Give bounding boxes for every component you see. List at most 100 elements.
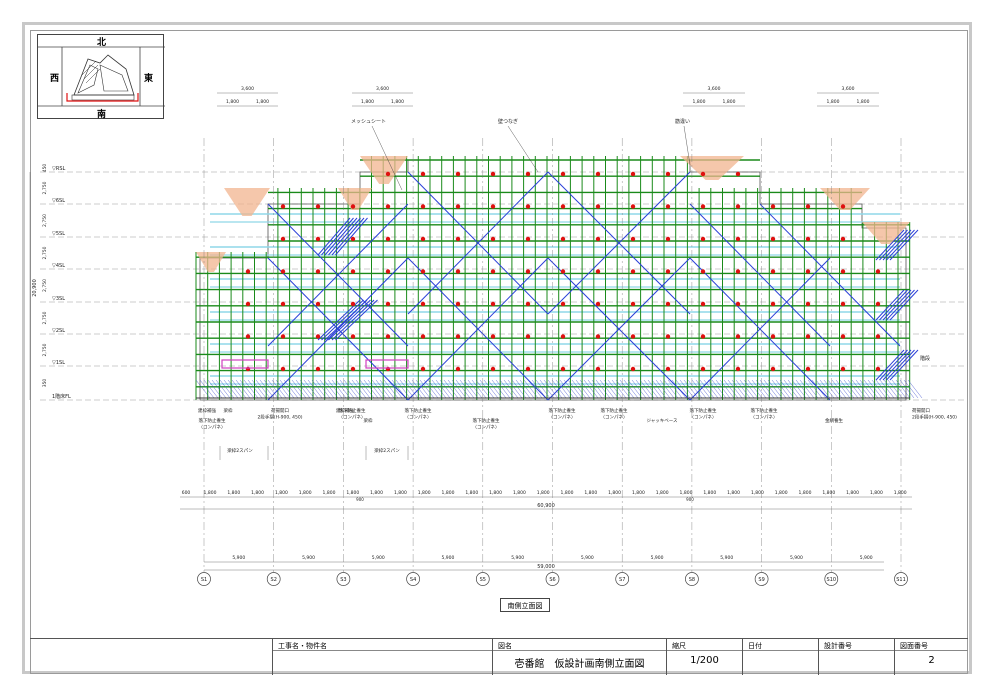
- cross-brace: [267, 203, 409, 347]
- ground-net-hatch: [875, 379, 891, 399]
- wall-tie-point: [665, 204, 671, 209]
- bottom-callout-label: （コンパネ）: [690, 415, 717, 421]
- grid-label: S10: [827, 577, 837, 583]
- stair-flight: [879, 289, 908, 321]
- ground-net-hatch: [811, 379, 827, 399]
- stair-flight: [317, 299, 361, 341]
- leader-line: [507, 125, 539, 173]
- ground-net-hatch: [803, 379, 819, 399]
- bottom-callout-label: 落下防止養生: [690, 407, 717, 414]
- ground-net-hatch: [735, 379, 751, 399]
- span-note-1: 梁枠2スパン: [227, 447, 253, 454]
- ground-net-hatch: [687, 379, 703, 399]
- ground-net-hatch: [883, 379, 899, 399]
- mid-dim: 900: [356, 497, 364, 502]
- wall-tie-point: [560, 236, 566, 242]
- ground-net-hatch: [291, 379, 307, 399]
- ground-net-hatch: [347, 379, 363, 399]
- ground-net-hatch: [219, 379, 235, 399]
- ground-net-hatch: [375, 379, 391, 399]
- span-dim: 1,800: [370, 490, 383, 496]
- key-plan: 北 西 東 南: [37, 34, 165, 120]
- ground-net-hatch: [223, 379, 239, 399]
- cross-brace: [407, 171, 549, 315]
- key-plan-north-label: 北: [97, 38, 107, 48]
- wall-tie-point: [595, 236, 601, 242]
- grid-label: S4: [410, 577, 416, 583]
- wall-tie-point: [770, 204, 776, 209]
- grid-bubble: [475, 572, 490, 586]
- grid-label: S5: [480, 577, 486, 583]
- bottom-callout-label: 2段手摺(H-900, 450): [258, 414, 303, 421]
- wall-tie-point: [665, 334, 671, 339]
- wall-tie-point: [350, 269, 356, 274]
- ground-net-hatch: [251, 379, 267, 399]
- grid-bubble: [406, 572, 420, 586]
- wall-tie-point: [875, 269, 881, 274]
- span-dim: 1,800: [204, 490, 217, 496]
- ground-net-hatch: [495, 379, 511, 399]
- wall-tie-point: [455, 301, 461, 307]
- grid-bubble: [615, 572, 630, 586]
- span-dim: 1,800: [703, 490, 716, 496]
- level-label: ▽6SL: [52, 198, 65, 204]
- ground-net-hatch: [703, 379, 719, 399]
- wall-tie-point: [700, 171, 706, 177]
- ground-net-hatch: [527, 379, 543, 399]
- wall-tie-point: [525, 366, 531, 372]
- wall-tie-point: [805, 301, 811, 307]
- span-dim: 1,800: [323, 490, 336, 496]
- wall-tie-point: [280, 301, 286, 307]
- wall-tie-point: [595, 269, 601, 274]
- ground-net-hatch: [243, 379, 259, 399]
- level-label: ▽5SL: [52, 231, 65, 237]
- ground-net-hatch: [755, 379, 771, 399]
- wall-tie-point: [420, 269, 426, 274]
- grid-bubble: [894, 572, 908, 586]
- ground-net-hatch: [867, 379, 883, 399]
- ground-net-hatch: [663, 379, 679, 399]
- wall-tie-point: [560, 171, 566, 177]
- top-dim-sub: 1,800: [723, 99, 736, 105]
- ground-net-hatch: [799, 379, 815, 399]
- ground-net-hatch: [627, 379, 643, 399]
- bottom-callout-label: 荷揚開口: [271, 407, 289, 414]
- stair-flight: [886, 289, 915, 321]
- ground-net-hatch: [767, 379, 783, 399]
- wall-tie-point: [665, 236, 671, 242]
- ground-net-hatch: [447, 379, 463, 399]
- top-dim-total: 3,600: [842, 86, 855, 92]
- wall-tie-point: [315, 269, 321, 274]
- bottom-callout-label: （コンパネ）: [473, 425, 500, 431]
- ground-net-hatch: [819, 379, 835, 399]
- ground-net-hatch: [747, 379, 763, 399]
- drawing-name-value: 壱番館 仮設計画南側立面図: [514, 659, 645, 670]
- ground-net-hatch: [903, 379, 919, 399]
- bottom-callout-label: ジャッキベース: [646, 418, 678, 424]
- bottom-callout-label: 2段手摺(H-900, 450): [912, 414, 957, 421]
- drawing-name-label: 図名: [498, 642, 512, 650]
- span-dim: 1,800: [394, 490, 407, 496]
- ground-net-hatch: [727, 379, 743, 399]
- ground-net-hatch: [775, 379, 791, 399]
- wall-tie-point: [420, 204, 426, 209]
- title-block-date-cell: 日付: [742, 639, 818, 675]
- wall-tie-point: [875, 301, 881, 307]
- wall-tie-point: [350, 204, 356, 209]
- top-dim-sub: 1,800: [256, 99, 269, 105]
- ground-net-hatch: [323, 379, 339, 399]
- ground-net-hatch: [603, 379, 619, 399]
- ground-net-hatch: [479, 379, 495, 399]
- wall-tie-point: [735, 171, 741, 177]
- ground-net-hatch: [391, 379, 407, 399]
- grid-label: S8: [689, 577, 695, 583]
- bottom-callout-label: 梁枠: [364, 417, 373, 424]
- wall-tie-point: [455, 366, 461, 372]
- stair-flight: [324, 217, 358, 256]
- wall-tie-point: [875, 366, 881, 372]
- top-dim-sub: 1,800: [361, 99, 374, 105]
- wall-tie-point: [525, 236, 531, 242]
- ground-net-hatch: [539, 379, 555, 399]
- key-plan-south-label: 南: [97, 110, 107, 120]
